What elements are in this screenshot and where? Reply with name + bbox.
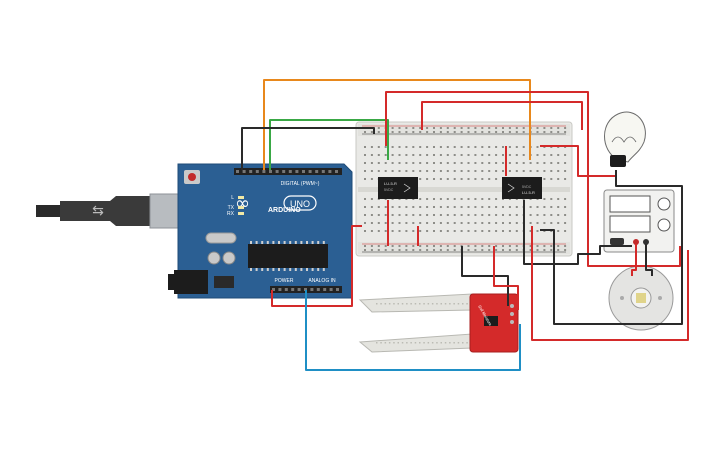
relay-1[interactable]: LU-5-R 5VDC [378,177,418,199]
wire-black-sensor[interactable] [461,246,509,306]
svg-text:5VDC: 5VDC [384,188,394,192]
wires [241,79,689,371]
model-label: UNO [290,199,310,209]
wire-red-1[interactable] [385,91,681,267]
microcontroller-chip [248,244,328,268]
svg-text:RX: RX [227,211,235,217]
wire-green[interactable] [269,119,389,170]
arduino-uno[interactable]: ⇆ DIGITAL (PWM~) ∞ ARDUINO UNO L TX RX [36,163,353,299]
wire-orange[interactable] [263,79,531,170]
breadboard[interactable] [355,121,573,257]
dc-motor[interactable] [608,265,674,331]
brand-label: ARDUINO [268,207,301,214]
svg-text:⇆: ⇆ [92,203,104,219]
wire-red-5v[interactable] [271,225,362,307]
svg-text:LU-5-R: LU-5-R [522,190,535,195]
power-label: POWER [275,278,294,284]
svg-text:LU-5-R: LU-5-R [384,181,397,186]
relay-2[interactable]: LU-5-R 5VDC [502,177,542,199]
svg-text:TX: TX [228,205,235,211]
soil-moisture-sensor[interactable]: Soil Moisture [358,293,519,353]
wire-black-gnd[interactable] [241,127,375,170]
dc-power-supply[interactable] [603,189,675,253]
wire-red-2[interactable] [421,101,583,130]
wire-blue[interactable] [305,290,521,371]
svg-text:5VDC: 5VDC [522,185,532,189]
digital-label: DIGITAL (PWM~) [281,181,320,187]
svg-text:L: L [231,195,234,201]
analog-label: ANALOG IN [308,278,336,284]
light-bulb-icon[interactable] [604,111,646,167]
